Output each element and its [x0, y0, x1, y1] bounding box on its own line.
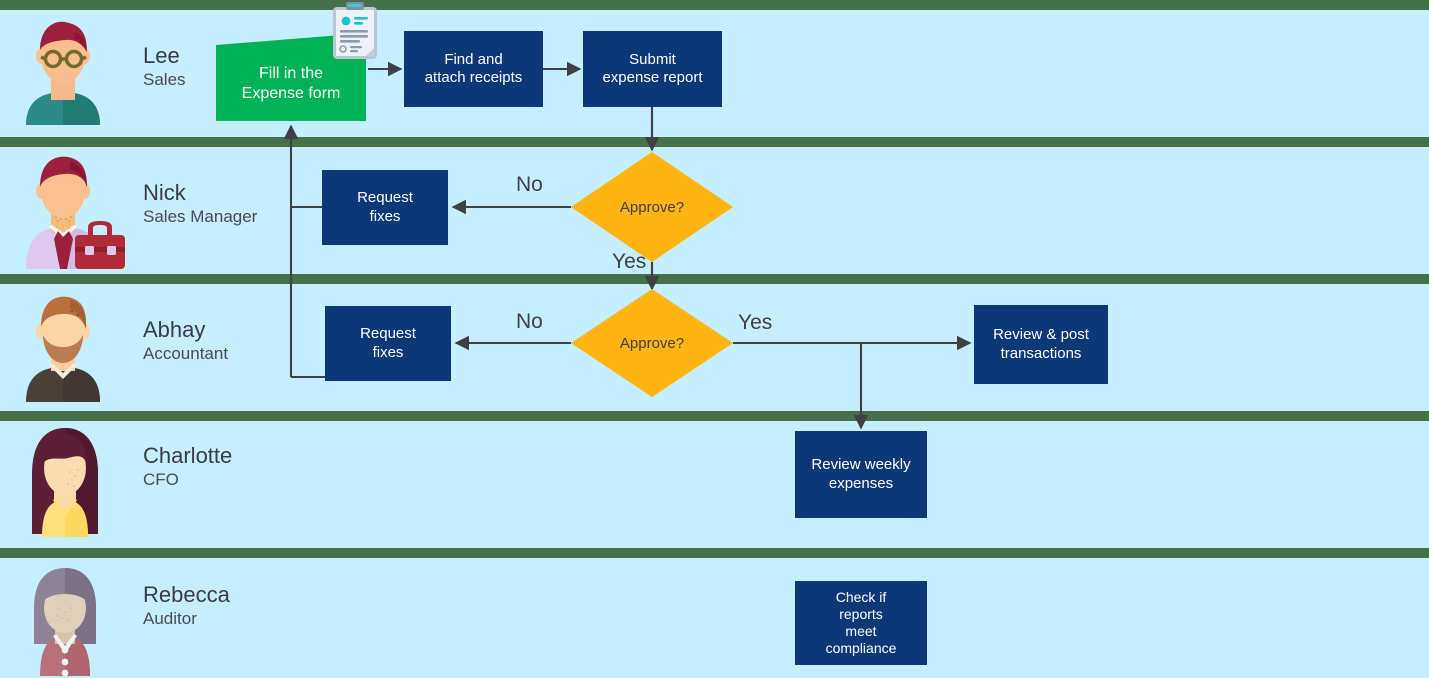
- lane-label-nick-name: Nick: [143, 180, 186, 205]
- node-submit-expense-report-label: Submit expense report: [602, 50, 703, 86]
- avatar-lee-icon: [26, 21, 100, 125]
- node-find-attach-receipts[interactable]: Find and attach receipts: [404, 31, 543, 107]
- node-accountant-request-fixes-label: Request fixes: [360, 325, 416, 361]
- lane-divider-1: [0, 137, 1429, 147]
- lane-band-rebecca: [0, 558, 1429, 678]
- node-review-post-transactions[interactable]: Review & post transactions: [974, 305, 1108, 384]
- avatar-charlotte-icon: [32, 428, 98, 537]
- node-accountant-request-fixes[interactable]: Request fixes: [325, 306, 451, 381]
- node-review-weekly-expenses[interactable]: Review weekly expenses: [795, 431, 927, 518]
- lane-label-abhay: Abhay Accountant: [143, 317, 229, 363]
- lane-label-rebecca-name: Rebecca: [143, 582, 230, 607]
- clipboard-document-icon: [333, 2, 377, 59]
- lane-divider-4: [0, 548, 1429, 558]
- node-fill-expense-form-label: Fill in the Expense form: [241, 65, 341, 102]
- lane-label-lee: Lee Sales: [143, 43, 186, 89]
- lane-label-nick-role: Sales Manager: [143, 206, 258, 226]
- lane-label-charlotte: Charlotte CFO: [143, 443, 233, 489]
- node-fill-expense-form[interactable]: Fill in the Expense form: [216, 33, 366, 121]
- lane-label-charlotte-name: Charlotte: [143, 443, 233, 468]
- lane-divider-top: [0, 0, 1429, 10]
- lane-divider-2: [0, 274, 1429, 284]
- node-manager-request-fixes[interactable]: Request fixes: [322, 170, 448, 245]
- node-submit-expense-report[interactable]: Submit expense report: [583, 31, 722, 107]
- node-check-compliance-label: Check if reports meet compliance: [825, 588, 897, 657]
- start-shape-fill-expense-form[interactable]: [216, 33, 366, 121]
- lane-label-rebecca-role: Auditor: [143, 608, 197, 628]
- lane-label-charlotte-role: CFO: [143, 469, 179, 489]
- lane-label-nick: Nick Sales Manager: [143, 180, 258, 226]
- lane-band-charlotte: [0, 421, 1429, 548]
- edge-label-accountant-yes: Yes: [738, 311, 773, 334]
- lane-label-abhay-name: Abhay: [143, 317, 206, 342]
- avatar-abhay-icon: [26, 296, 100, 402]
- node-manager-decision[interactable]: Approve?: [571, 152, 733, 262]
- node-review-post-transactions-label: Review & post transactions: [993, 326, 1089, 362]
- edge-label-accountant-no: No: [516, 310, 543, 333]
- edge-label-manager-no: No: [516, 173, 543, 196]
- lane-label-rebecca: Rebecca Auditor: [143, 582, 230, 628]
- node-check-compliance[interactable]: Check if reports meet compliance: [795, 581, 927, 665]
- node-review-weekly-expenses-label: Review weekly expenses: [811, 456, 911, 492]
- avatar-rebecca-icon: [34, 568, 96, 676]
- lane-label-lee-name: Lee: [143, 43, 180, 68]
- node-manager-request-fixes-label: Request fixes: [357, 189, 413, 225]
- edge-label-manager-yes: Yes: [612, 250, 647, 273]
- lane-label-abhay-role: Accountant: [143, 343, 229, 363]
- lane-divider-3: [0, 411, 1429, 421]
- node-accountant-decision[interactable]: Approve?: [571, 289, 733, 397]
- avatar-nick-icon: [26, 156, 125, 269]
- lane-label-lee-role: Sales: [143, 69, 186, 89]
- node-find-attach-receipts-label: Find and attach receipts: [424, 50, 523, 86]
